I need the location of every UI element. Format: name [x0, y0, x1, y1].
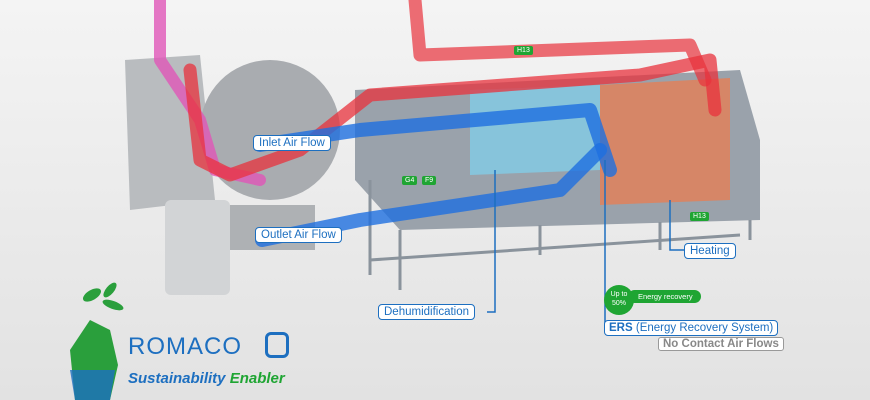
energy-recovery-badge: Energy recovery — [628, 290, 701, 303]
plant-illustration — [82, 282, 124, 311]
inlet-air-flow-label: Inlet Air Flow — [253, 135, 331, 151]
h13-filter-tag: H13 — [514, 46, 533, 55]
ers-label: ERS (Energy Recovery System) — [604, 320, 779, 336]
heating-label: Heating — [684, 243, 736, 259]
product-container — [165, 200, 230, 295]
h13-filter-tag: H13 — [690, 212, 709, 221]
g4-filter-tag: G4 — [402, 176, 418, 185]
up-to-50-badge: Up to 50% — [604, 285, 634, 315]
support-frame — [368, 180, 752, 290]
slogan-sustainability: Sustainability — [128, 370, 226, 387]
no-contact-air-flows-label: No Contact Air Flows — [658, 337, 784, 351]
percent-text: 50% — [611, 300, 626, 307]
heating-section — [600, 78, 730, 205]
romaco-logo-mark — [265, 332, 289, 358]
dehumidification-label: Dehumidification — [378, 304, 476, 320]
glove-illustration — [70, 370, 115, 400]
dryer-drum — [200, 60, 340, 200]
hot-air-duct-top — [408, 0, 712, 87]
f9-filter-tag: F9 — [422, 176, 437, 185]
ers-full: (Energy Recovery System) — [635, 322, 774, 334]
outlet-air-flow-label: Outlet Air Flow — [255, 227, 342, 243]
ers-abbr: ERS — [609, 322, 633, 334]
up-to-text: Up to — [610, 291, 628, 298]
slogan: Sustainability Enabler — [128, 370, 285, 387]
romaco-logo: ROMACO — [128, 333, 242, 360]
slogan-enabler: Enabler — [229, 370, 285, 387]
